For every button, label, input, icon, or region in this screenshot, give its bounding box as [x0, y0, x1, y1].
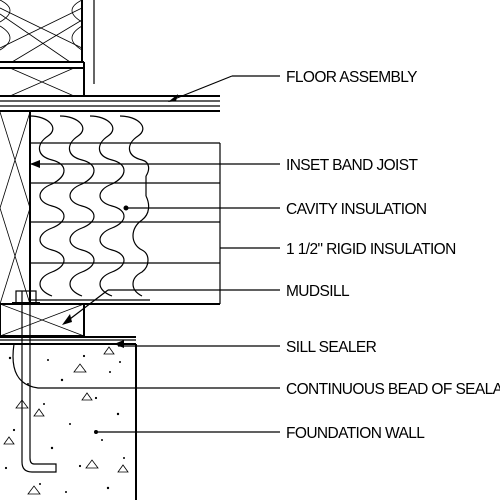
- inset-band-joist: [0, 111, 31, 304]
- label-inset-band-joist: INSET BAND JOIST: [286, 157, 418, 174]
- label-sill-sealer: SILL SEALER: [286, 339, 377, 356]
- label-cavity-insulation: CAVITY INSULATION: [286, 201, 427, 218]
- sill-sealer: [0, 336, 136, 341]
- leader-lines: [12, 75, 280, 434]
- label-rigid-insulation: 1 1/2" RIGID INSULATION: [286, 241, 456, 258]
- label-floor-assembly: FLOOR ASSEMBLY: [286, 69, 417, 86]
- cavity-insulation: [29, 115, 150, 301]
- label-continuous-bead: CONTINUOUS BEAD OF SEALANT: [286, 381, 500, 398]
- rigid-insulation: [30, 142, 220, 305]
- callout-labels: FLOOR ASSEMBLY INSET BAND JOIST CAVITY I…: [286, 69, 500, 442]
- floor-assembly: [0, 95, 220, 112]
- upper-wall: [0, 0, 95, 97]
- anchor-bolt: [12, 290, 57, 473]
- foundation-wall: [0, 343, 137, 500]
- label-mudsill: MUDSILL: [286, 283, 350, 300]
- label-foundation-wall: FOUNDATION WALL: [286, 425, 425, 442]
